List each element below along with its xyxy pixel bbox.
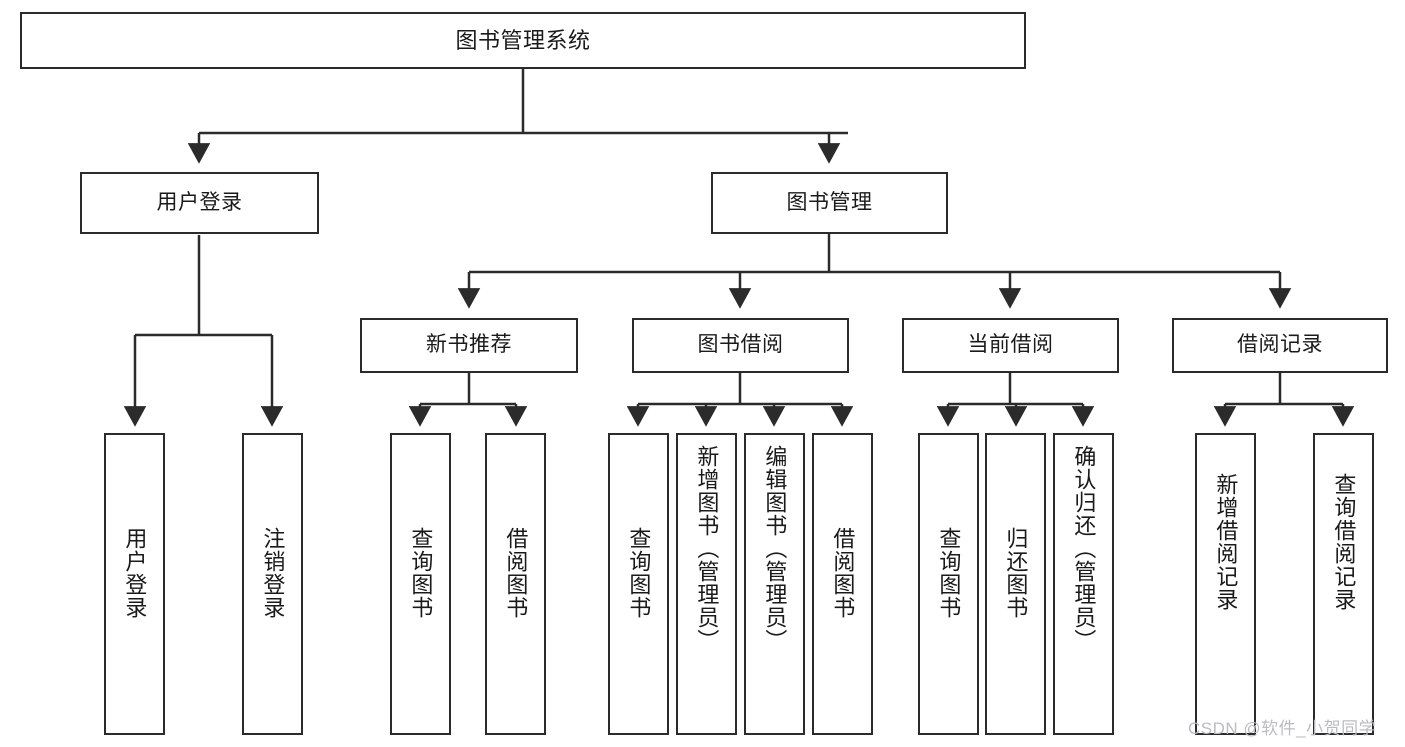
watermark-text: CSDN @软件_小贺同学 [1188, 719, 1377, 738]
node-current-borrow[interactable]: 当前借阅 [902, 318, 1119, 373]
node-label: 借阅记录 [1237, 333, 1323, 357]
node-label: 新增借阅记录 [1213, 473, 1239, 611]
node-label: 新增图书（管理员） [694, 445, 720, 652]
node-label: 注销登录 [260, 527, 286, 619]
leaf-user-login-logout[interactable]: 注销登录 [242, 433, 303, 735]
node-label: 查询图书 [626, 527, 652, 619]
node-label: 图书管理系统 [455, 27, 591, 53]
node-label: 查询借阅记录 [1331, 473, 1357, 611]
node-book-borrow[interactable]: 图书借阅 [632, 318, 849, 373]
leaf-new-book-query[interactable]: 查询图书 [390, 433, 451, 735]
node-label: 借阅图书 [830, 527, 856, 619]
node-label: 当前借阅 [967, 333, 1054, 357]
node-root-system[interactable]: 图书管理系统 [20, 12, 1026, 69]
leaf-new-book-borrow[interactable]: 借阅图书 [485, 433, 546, 735]
node-borrow-record[interactable]: 借阅记录 [1172, 318, 1388, 373]
leaf-borrow-record-add[interactable]: 新增借阅记录 [1195, 433, 1256, 735]
leaf-borrow-record-query[interactable]: 查询借阅记录 [1313, 433, 1374, 735]
node-label: 编辑图书（管理员） [762, 445, 788, 652]
node-label: 图书管理 [786, 190, 873, 214]
leaf-book-borrow-edit[interactable]: 编辑图书（管理员） [744, 433, 805, 735]
leaf-book-borrow-query[interactable]: 查询图书 [608, 433, 669, 735]
node-user-login[interactable]: 用户登录 [80, 172, 319, 234]
leaf-current-borrow-return[interactable]: 归还图书 [985, 433, 1046, 735]
leaf-book-borrow-borrow[interactable]: 借阅图书 [812, 433, 873, 735]
node-label: 图书借阅 [697, 333, 784, 357]
node-label: 借阅图书 [503, 527, 529, 619]
node-book-management[interactable]: 图书管理 [711, 172, 948, 234]
leaf-current-borrow-confirm-return[interactable]: 确认归还（管理员） [1053, 433, 1114, 735]
node-label: 用户登录 [122, 527, 148, 619]
node-label: 归还图书 [1003, 527, 1029, 619]
leaf-book-borrow-add[interactable]: 新增图书（管理员） [676, 433, 737, 735]
node-label: 查询图书 [408, 527, 434, 619]
node-label: 查询图书 [936, 527, 962, 619]
node-label: 用户登录 [156, 190, 243, 214]
leaf-user-login-login[interactable]: 用户登录 [104, 433, 165, 735]
node-label: 新书推荐 [426, 333, 512, 357]
node-new-book-recommend[interactable]: 新书推荐 [360, 318, 578, 373]
node-label: 确认归还（管理员） [1071, 445, 1097, 652]
leaf-current-borrow-query[interactable]: 查询图书 [918, 433, 979, 735]
